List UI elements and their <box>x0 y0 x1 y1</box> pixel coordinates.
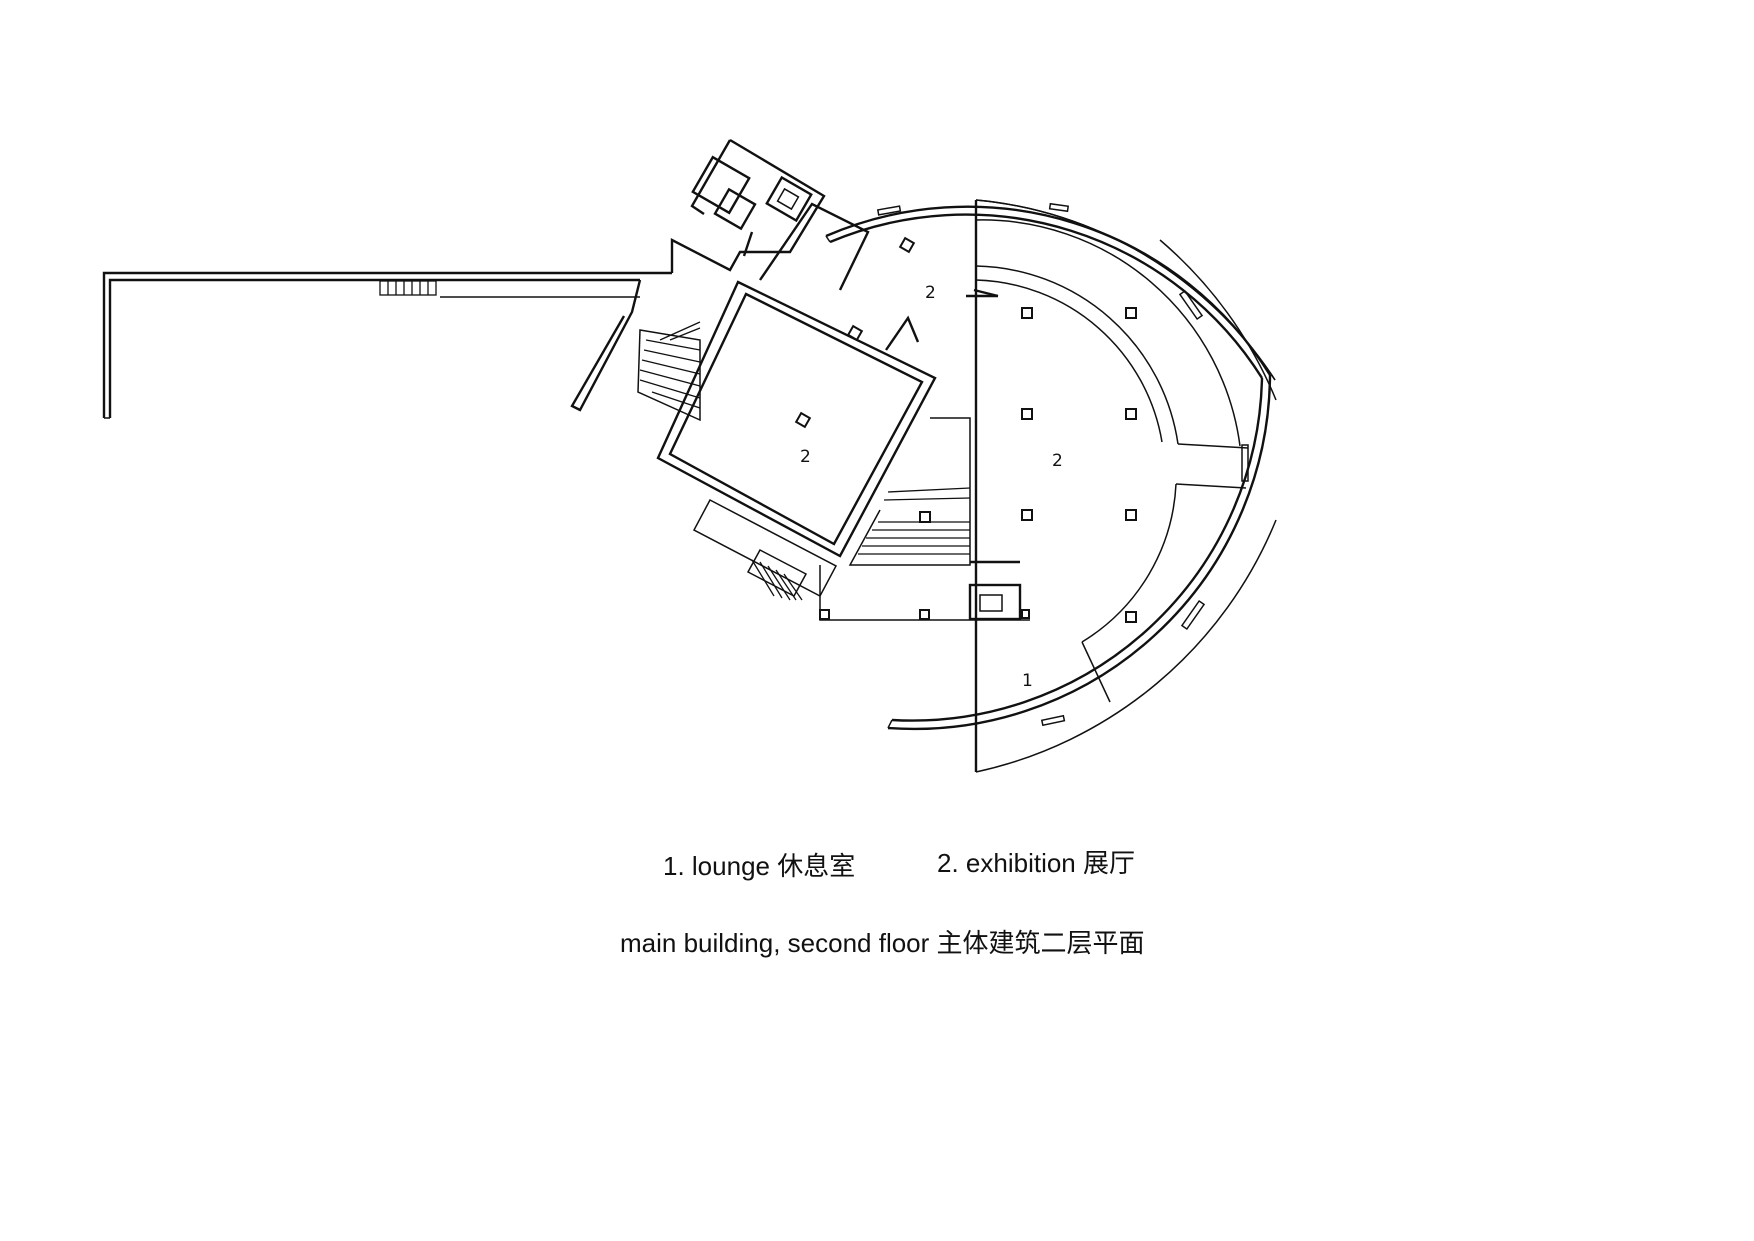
drum-columns <box>1021 307 1137 623</box>
legend-item-exhibition: 2. exhibition 展厅 <box>937 848 1135 878</box>
circular-drum <box>825 199 1277 773</box>
bridge-steps <box>379 280 437 296</box>
exhibition-hall-rotated: 2 2 <box>656 202 937 558</box>
west-stair <box>570 279 701 422</box>
drawing-caption: main building, second floor 主体建筑二层平面 <box>620 928 1145 958</box>
legend-item-lounge: 1. lounge 休息室 <box>663 851 856 881</box>
inner-galleries <box>966 200 1249 772</box>
lift-core <box>968 560 1030 621</box>
room-number-exhibition-c: 2 <box>1052 451 1063 471</box>
room-number-exhibition-b: 2 <box>925 283 936 303</box>
glazing-marks <box>876 202 1249 727</box>
central-stair <box>819 417 1030 621</box>
service-core <box>670 138 826 273</box>
room-number-lounge: 1 <box>1022 671 1033 691</box>
entry-bridge <box>102 271 672 419</box>
room-number-exhibition-a: 2 <box>800 447 811 467</box>
